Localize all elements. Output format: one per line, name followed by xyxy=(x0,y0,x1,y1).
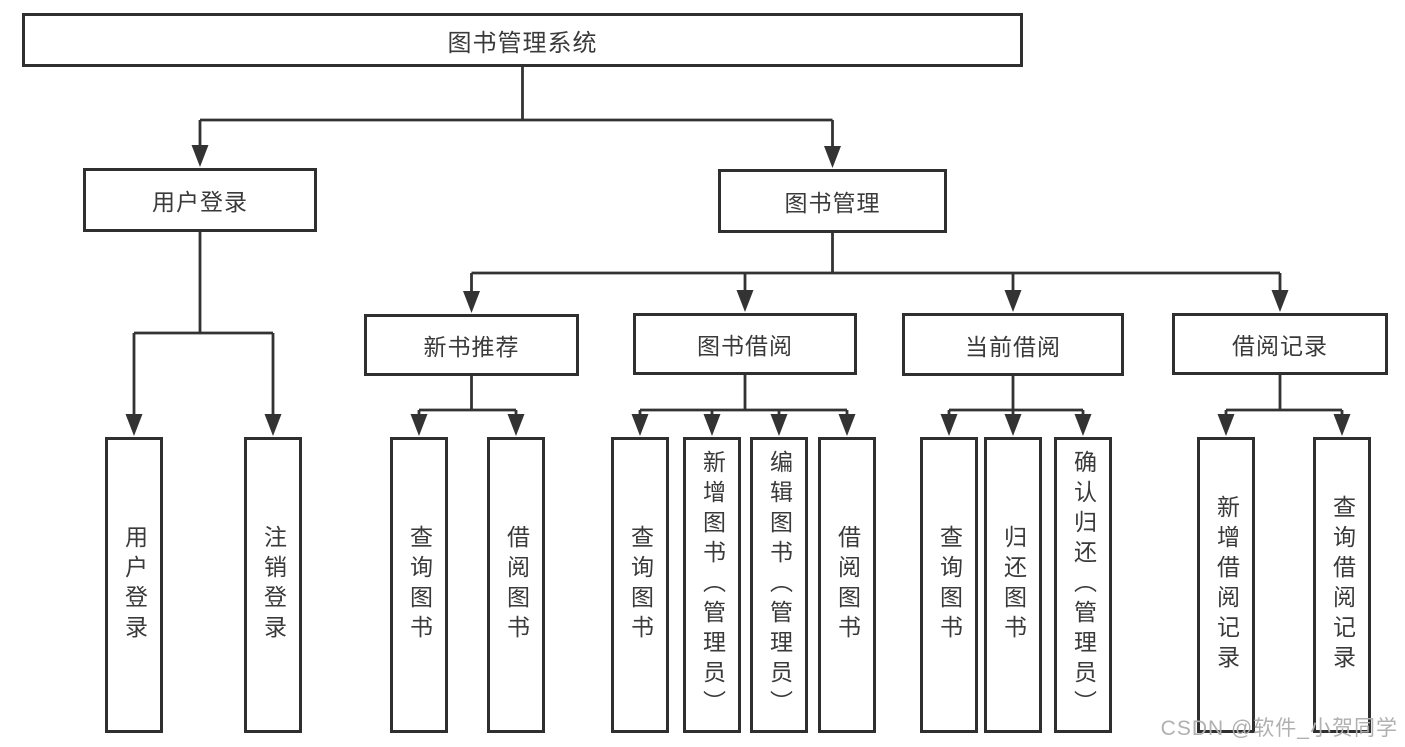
node-logout: 注销登录 xyxy=(244,437,302,733)
node-add-books-admin: 新增图书（管理员） xyxy=(683,437,741,733)
node-borrow-books: 借阅图书 xyxy=(487,437,545,733)
node-current-borrowing: 当前借阅 xyxy=(902,313,1124,376)
node-label: 当前借阅 xyxy=(965,333,1061,360)
node-label: 用户登录 xyxy=(152,189,248,215)
node-label: 编辑图书（管理员） xyxy=(766,450,793,720)
node-user-login-action: 用户登录 xyxy=(105,437,163,733)
node-label: 用户登录 xyxy=(121,525,148,645)
node-label: 图书管理 xyxy=(784,190,881,216)
node-query-borrow-record: 查询借阅记录 xyxy=(1313,437,1371,733)
node-new-book-recommendation: 新书推荐 xyxy=(364,314,579,376)
node-edit-books-admin: 编辑图书（管理员） xyxy=(750,437,808,733)
node-label: 新书推荐 xyxy=(423,334,520,360)
node-query-books: 查询图书 xyxy=(611,437,669,733)
node-book-borrowing: 图书借阅 xyxy=(633,313,857,375)
node-label: 图书管理系统 xyxy=(447,29,598,57)
node-label: 借阅图书 xyxy=(834,525,861,645)
node-label: 借阅记录 xyxy=(1232,333,1328,359)
node-label: 查询借阅记录 xyxy=(1329,495,1356,675)
node-label: 查询图书 xyxy=(936,525,963,645)
node-label: 查询图书 xyxy=(627,525,654,645)
node-label: 注销登录 xyxy=(260,525,287,645)
node-confirm-return-admin: 确认归还（管理员） xyxy=(1054,437,1112,733)
node-query-books: 查询图书 xyxy=(390,437,448,733)
node-label: 查询图书 xyxy=(406,525,433,645)
node-library-system: 图书管理系统 xyxy=(22,13,1023,67)
node-return-books: 归还图书 xyxy=(984,437,1042,733)
node-label: 确认归还（管理员） xyxy=(1070,450,1097,720)
node-query-books: 查询图书 xyxy=(920,437,978,733)
watermark: CSDN @软件_小贺同学 xyxy=(1160,717,1398,740)
node-add-borrow-record: 新增借阅记录 xyxy=(1197,437,1255,733)
node-book-management: 图书管理 xyxy=(718,169,947,233)
node-label: 归还图书 xyxy=(1000,525,1027,645)
node-label: 借阅图书 xyxy=(503,525,530,645)
node-user-login: 用户登录 xyxy=(83,168,317,232)
node-borrowing-records: 借阅记录 xyxy=(1172,313,1388,375)
node-borrow-books: 借阅图书 xyxy=(818,437,876,733)
node-label: 图书借阅 xyxy=(697,333,793,359)
node-label: 新增借阅记录 xyxy=(1213,495,1240,675)
node-label: 新增图书（管理员） xyxy=(699,450,726,720)
